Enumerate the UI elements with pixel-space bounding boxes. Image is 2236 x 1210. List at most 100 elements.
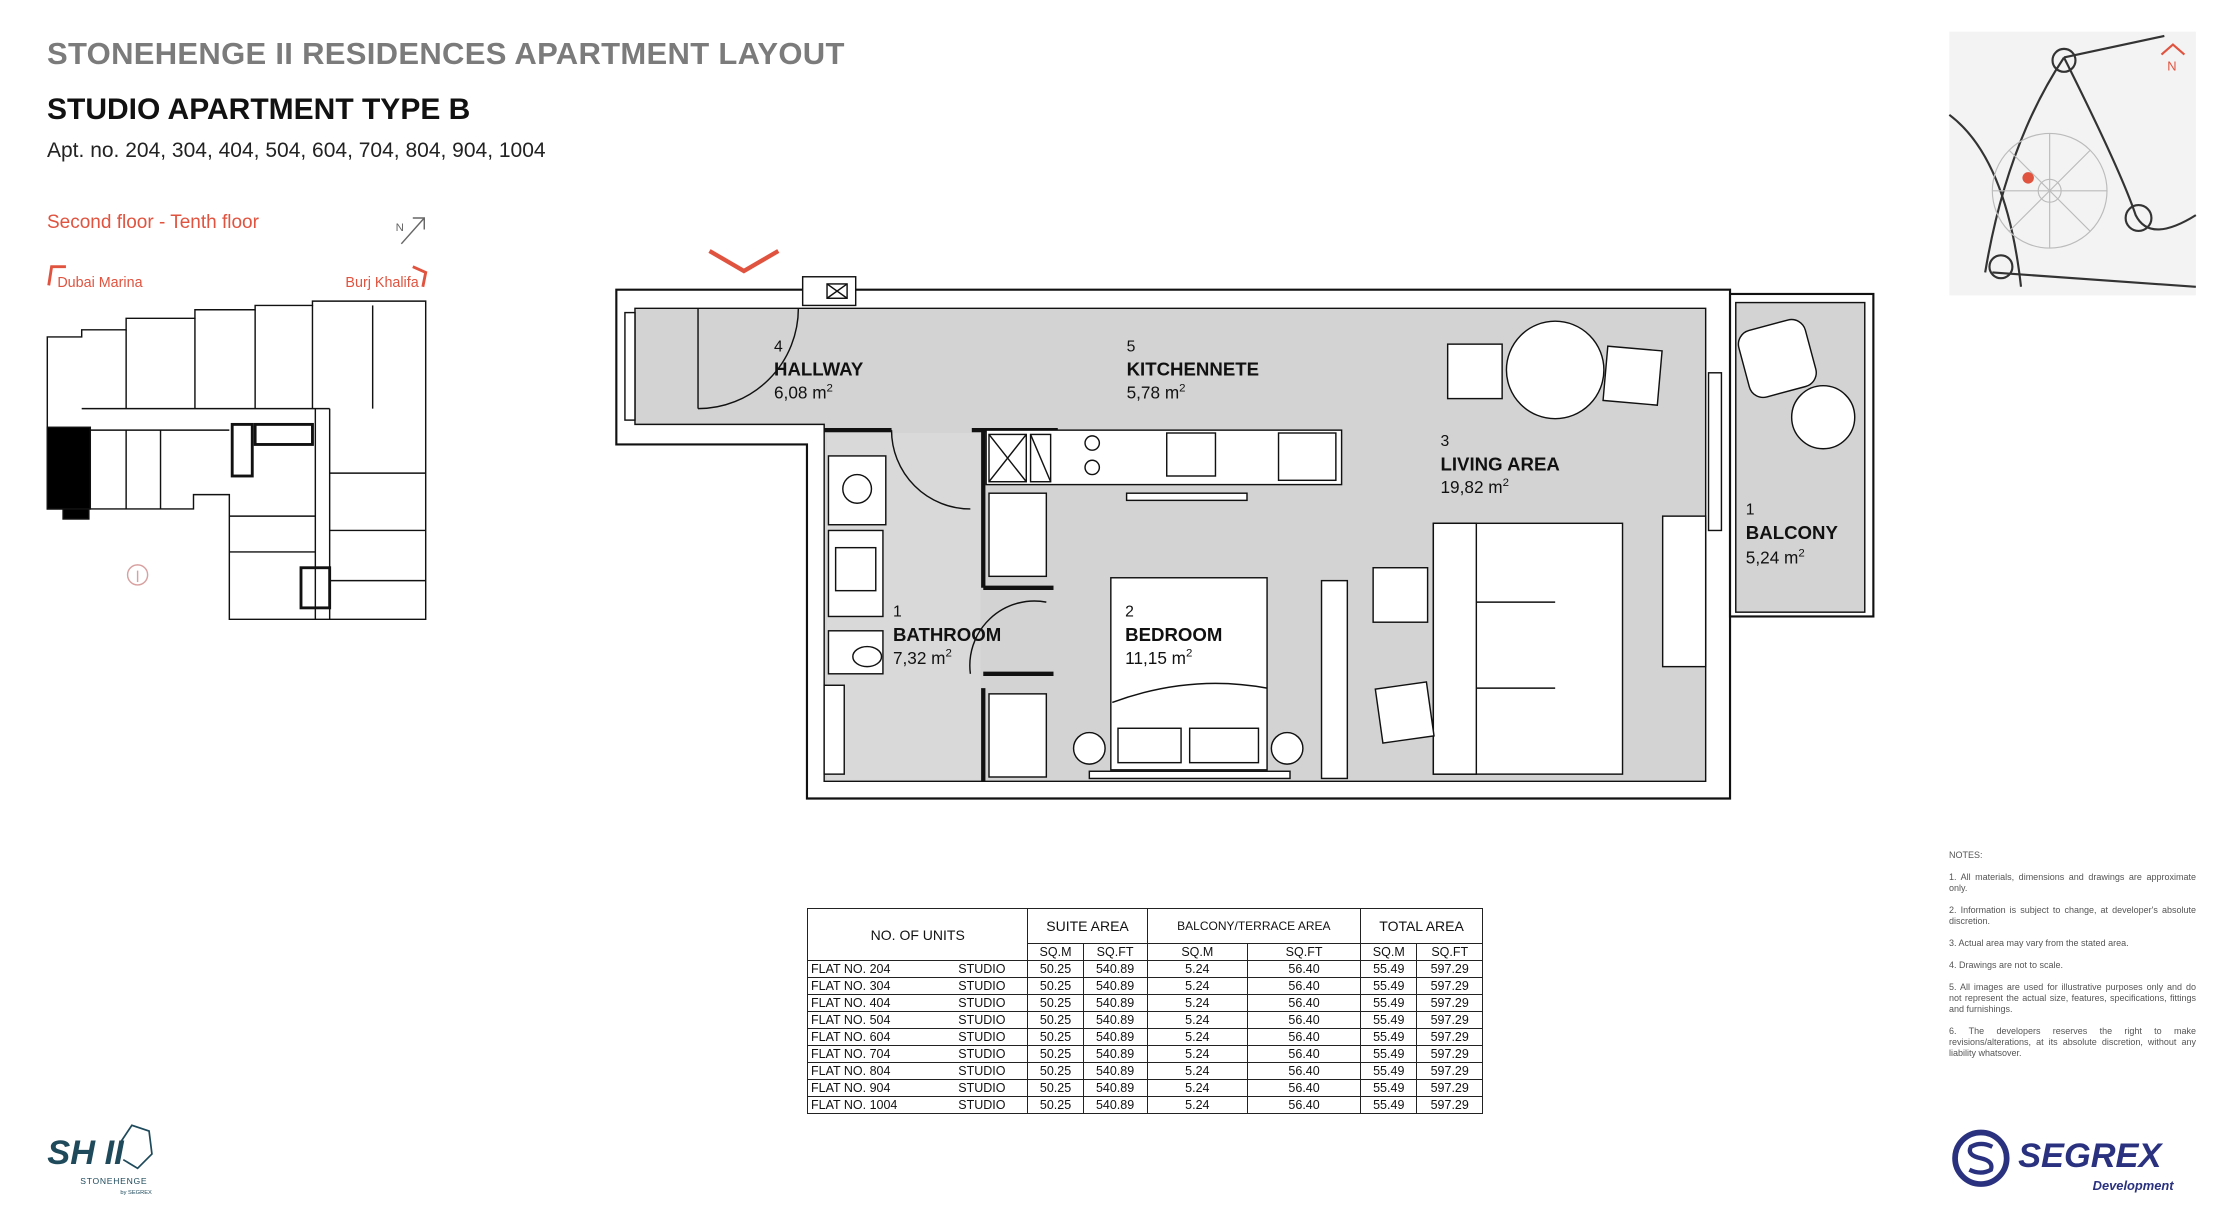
cell-type: STUDIO — [931, 994, 1029, 1012]
svg-text:BATHROOM: BATHROOM — [893, 624, 1001, 645]
cell-tot-sqm: 55.49 — [1360, 1079, 1418, 1097]
cell-bal-sqm: 5.24 — [1146, 977, 1249, 995]
cell-tot-sqft: 597.29 — [1416, 994, 1483, 1012]
cell-tot-sqm: 55.49 — [1360, 1011, 1418, 1029]
north-arrow-icon: N — [396, 217, 425, 245]
cell-tot-sqft: 597.29 — [1416, 1011, 1483, 1029]
cell-tot-sqm: 55.49 — [1360, 1062, 1418, 1080]
cell-tot-sqft: 597.29 — [1416, 1096, 1483, 1114]
cell-bal-sqft: 56.40 — [1247, 1079, 1362, 1097]
header-no-of-units: NO. OF UNITS — [806, 908, 1029, 961]
cell-flat: FLAT NO. 504 — [807, 1011, 932, 1029]
cell-type: STUDIO — [931, 960, 1029, 978]
entrance-chevron-icon — [708, 249, 780, 274]
cell-suite-sqm: 50.25 — [1027, 994, 1084, 1012]
cell-flat: FLAT NO. 604 — [807, 1028, 932, 1046]
cell-tot-sqm: 55.49 — [1360, 994, 1418, 1012]
cell-flat: FLAT NO. 404 — [807, 994, 932, 1012]
room-label-kitchennete: 5 KITCHENNETE 5,78 m2 — [1127, 338, 1259, 402]
cell-suite-sqft: 540.89 — [1082, 1028, 1148, 1046]
cell-tot-sqft: 597.29 — [1416, 1062, 1483, 1080]
logo-mark-text: SH II — [47, 1134, 125, 1172]
svg-text:1: 1 — [893, 603, 902, 620]
header-sqm: SQ.M — [1360, 943, 1418, 961]
segrex-logo: SEGREX Development — [1952, 1129, 2175, 1193]
room-label-balcony: 1 BALCONY 5,24 m2 — [1746, 502, 1839, 568]
location-map: N — [1948, 31, 2197, 296]
room-label-hallway: 4 HALLWAY 6,08 m2 — [774, 338, 864, 402]
cell-tot-sqft: 597.29 — [1416, 960, 1483, 978]
svg-text:5: 5 — [1127, 338, 1136, 355]
map-north-icon — [2160, 43, 2186, 56]
cell-tot-sqm: 55.49 — [1360, 1045, 1418, 1063]
cell-flat: FLAT NO. 204 — [807, 960, 932, 978]
cell-suite-sqm: 50.25 — [1027, 1045, 1084, 1063]
cell-suite-sqm: 50.25 — [1027, 977, 1084, 995]
header-suite-area: SUITE AREA — [1027, 908, 1148, 944]
cell-type: STUDIO — [931, 977, 1029, 995]
cell-suite-sqft: 540.89 — [1082, 960, 1148, 978]
cell-bal-sqm: 5.24 — [1146, 1045, 1249, 1063]
apartment-type-heading: STUDIO APARTMENT TYPE B — [47, 93, 471, 126]
cell-suite-sqm: 50.25 — [1027, 960, 1084, 978]
header-sqm: SQ.M — [1146, 943, 1249, 961]
cell-bal-sqm: 5.24 — [1146, 1062, 1249, 1080]
cell-type: STUDIO — [931, 1011, 1029, 1029]
unit-area-table: NO. OF UNITS SUITE AREA BALCONY/TERRACE … — [806, 908, 1483, 1114]
cell-suite-sqm: 50.25 — [1027, 1011, 1084, 1029]
note-item: 1. All materials, dimensions and drawing… — [1949, 872, 2196, 893]
cell-flat: FLAT NO. 304 — [807, 977, 932, 995]
cell-bal-sqm: 5.24 — [1146, 1079, 1249, 1097]
cell-flat: FLAT NO. 804 — [807, 1062, 932, 1080]
logo-developer-sub: Development — [2093, 1178, 2175, 1193]
logo-developer-name: SEGREX — [2018, 1137, 2163, 1175]
svg-text:5,78 m2: 5,78 m2 — [1127, 382, 1186, 402]
cell-suite-sqm: 50.25 — [1027, 1062, 1084, 1080]
cell-flat: FLAT NO. 704 — [807, 1045, 932, 1063]
cell-tot-sqm: 55.49 — [1360, 1028, 1418, 1046]
bed — [1072, 577, 1304, 780]
header-balcony-area: BALCONY/TERRACE AREA — [1146, 908, 1362, 944]
view-burj-khalifa: Burj Khalifa — [345, 275, 418, 291]
view-corner-right-icon — [412, 265, 428, 288]
svg-text:BEDROOM: BEDROOM — [1125, 624, 1222, 645]
room-label-bedroom: 2 BEDROOM 11,15 m2 — [1125, 603, 1222, 667]
cell-bal-sqft: 56.40 — [1247, 1062, 1362, 1080]
cell-type: STUDIO — [931, 1045, 1029, 1063]
cell-tot-sqft: 597.29 — [1416, 977, 1483, 995]
balcony-furniture — [1737, 318, 1856, 450]
cell-bal-sqm: 5.24 — [1146, 994, 1249, 1012]
cell-suite-sqft: 540.89 — [1082, 1096, 1148, 1114]
cell-bal-sqft: 56.40 — [1247, 1011, 1362, 1029]
note-item: 3. Actual area may vary from the stated … — [1949, 938, 2129, 948]
key-plan: N Dubai Marina Burj Khalifa — [46, 217, 428, 621]
cell-suite-sqft: 540.89 — [1082, 994, 1148, 1012]
cell-suite-sqft: 540.89 — [1082, 1079, 1148, 1097]
vent-icon — [826, 283, 848, 299]
note-item: 6. The developers reserves the right to … — [1949, 1026, 2196, 1058]
stonehenge-logo: SH II STONEHENGE by SEGREX — [47, 1124, 153, 1196]
view-dubai-marina: Dubai Marina — [57, 275, 142, 291]
svg-text:1: 1 — [1746, 502, 1755, 519]
room-label-living-area: 3 LIVING AREA 19,82 m2 — [1441, 433, 1560, 497]
header-sqm: SQ.M — [1027, 943, 1084, 961]
cell-type: STUDIO — [931, 1062, 1029, 1080]
entry-door — [697, 308, 800, 410]
cell-bal-sqft: 56.40 — [1247, 977, 1362, 995]
cell-suite-sqm: 50.25 — [1027, 1028, 1084, 1046]
cell-bal-sqm: 5.24 — [1146, 1096, 1249, 1114]
cell-suite-sqft: 540.89 — [1082, 1062, 1148, 1080]
floor-plan: 4 HALLWAY 6,08 m2 5 KITCHENNETE 5,78 m2 … — [615, 249, 1875, 800]
view-corner-left-icon — [47, 265, 66, 286]
svg-text:LIVING AREA: LIVING AREA — [1441, 453, 1560, 474]
svg-text:4: 4 — [774, 338, 783, 355]
cell-bal-sqft: 56.40 — [1247, 994, 1362, 1012]
cell-bal-sqft: 56.40 — [1247, 1028, 1362, 1046]
